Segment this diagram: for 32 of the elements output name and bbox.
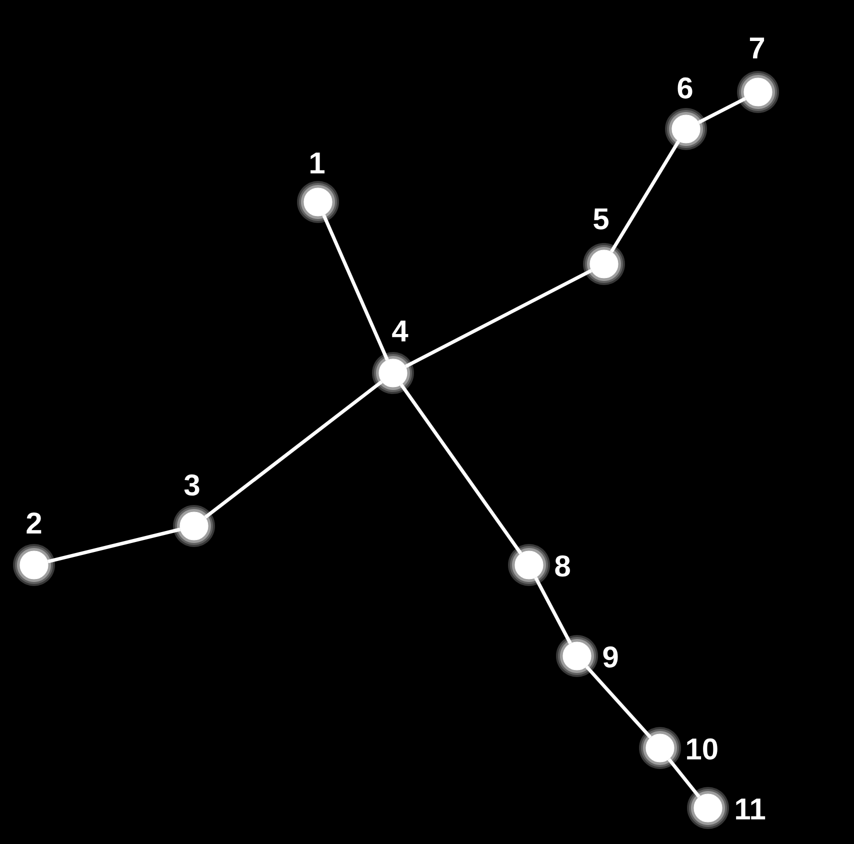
node-number: 10	[687, 738, 718, 760]
circle-node	[508, 544, 550, 586]
node-number: 7	[750, 38, 764, 58]
circle-node	[173, 505, 215, 547]
node-number: 11	[736, 798, 766, 820]
connector-line	[404, 269, 592, 368]
circle-node	[372, 352, 414, 394]
circle-node	[687, 787, 729, 829]
node-number: 1	[310, 152, 325, 174]
circle-node	[639, 727, 681, 769]
connector-line	[47, 528, 181, 564]
circle-node	[665, 108, 707, 150]
node-number: 8	[555, 555, 570, 577]
connector-line	[698, 96, 746, 124]
node-number: 3	[184, 474, 200, 496]
connector-line	[322, 214, 389, 361]
connector-line	[585, 665, 652, 739]
node-number: 2	[26, 512, 42, 534]
connector-line	[610, 140, 680, 253]
circle-node	[583, 243, 625, 285]
node-number: 5	[594, 208, 609, 230]
connector-line	[204, 380, 383, 519]
circle-node	[13, 544, 55, 586]
circle-node	[737, 71, 779, 113]
circle-node	[297, 181, 339, 223]
connector-line	[668, 758, 700, 798]
circle-node	[556, 635, 598, 677]
node-number: 6	[678, 77, 692, 99]
node-number: 4	[392, 320, 408, 342]
connector-line	[400, 384, 522, 554]
connector-line	[534, 576, 572, 644]
node-number: 9	[603, 646, 618, 668]
